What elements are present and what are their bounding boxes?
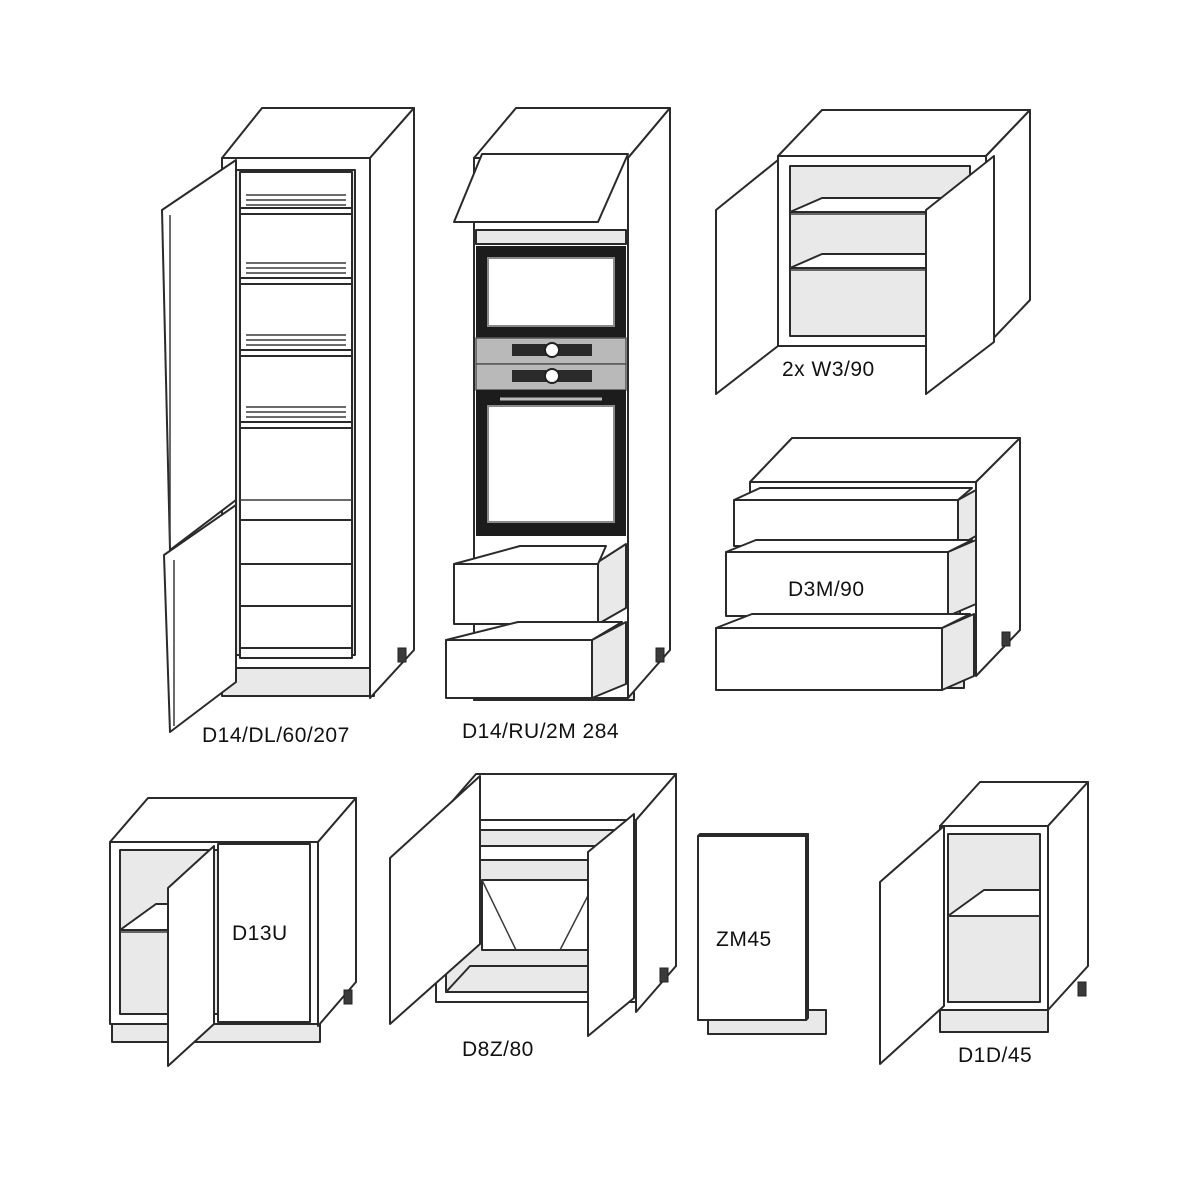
sink-base-left-door (389, 775, 481, 1025)
fridge-cabinet-label: D14/DL/60/207 (202, 724, 350, 747)
corner-base-label: D13U (232, 922, 288, 945)
fridge-shelves (239, 194, 353, 501)
filler-panel-label: ZM45 (716, 928, 772, 951)
single-door-base-cabinet: D1D/45 (879, 781, 1089, 1067)
wall-cabinet-label: 2x W3/90 (782, 358, 875, 381)
oven-controls (475, 337, 627, 391)
oven-tower-drawers (445, 543, 627, 699)
sink-base-cabinet: D8Z/80 (389, 773, 677, 1061)
drawer-base-cabinet: D3M/90 (715, 437, 1021, 691)
drawer-base-label: D3M/90 (788, 578, 865, 601)
oven-tower-label: D14/RU/2M 284 (462, 720, 619, 743)
fridge-lower-door (163, 504, 237, 733)
corner-base-cabinet: D13U (109, 797, 357, 1067)
wall-cabinet-right-door (925, 155, 995, 395)
wall-cabinet-left-door (715, 159, 779, 395)
corner-base-open-door (167, 845, 215, 1067)
oven-tower: D14/RU/2M 284 (445, 107, 671, 743)
fridge-cabinet: D14/DL/60/207 (161, 107, 415, 747)
fridge-drawers (239, 519, 353, 649)
single-door-base-open-door (879, 825, 945, 1065)
oven (476, 390, 626, 536)
drawer-base-drawers (715, 487, 977, 691)
fridge-upper-door (161, 159, 237, 551)
oven-tower-flap (453, 153, 629, 223)
filler-panel: ZM45 (697, 833, 827, 1035)
single-door-base-label: D1D/45 (958, 1044, 1032, 1067)
microwave (476, 246, 626, 338)
corner-base-fixed-panel (217, 843, 311, 1023)
sink-base-right-door (587, 813, 635, 1037)
wall-cabinet: 2x W3/90 (715, 109, 1031, 395)
sink-base-label: D8Z/80 (462, 1038, 534, 1061)
